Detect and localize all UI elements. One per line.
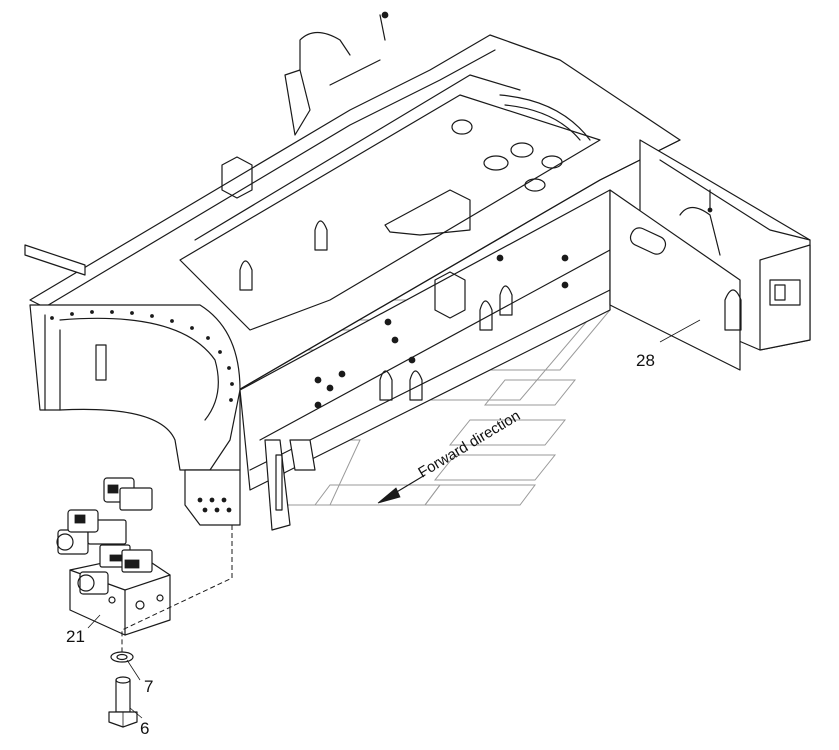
rear-section-and-side-plate bbox=[609, 139, 811, 371]
lifting-lugs bbox=[221, 156, 513, 401]
washer bbox=[110, 651, 134, 663]
valve-mounting-bracket bbox=[184, 469, 241, 526]
rear-frame-assembly bbox=[24, 11, 681, 531]
forward-direction-label: Forward direction bbox=[415, 407, 523, 481]
callout-28: 28 bbox=[636, 351, 655, 370]
callout-6: 6 bbox=[140, 719, 149, 738]
callout-7: 7 bbox=[144, 677, 153, 696]
flange-bolt-holes bbox=[50, 310, 234, 402]
assembly-line bbox=[121, 525, 233, 652]
bolt bbox=[108, 676, 138, 728]
hydraulic-valve-block bbox=[56, 477, 171, 636]
callout-21: 21 bbox=[66, 627, 85, 646]
callout-leaders bbox=[87, 319, 701, 719]
